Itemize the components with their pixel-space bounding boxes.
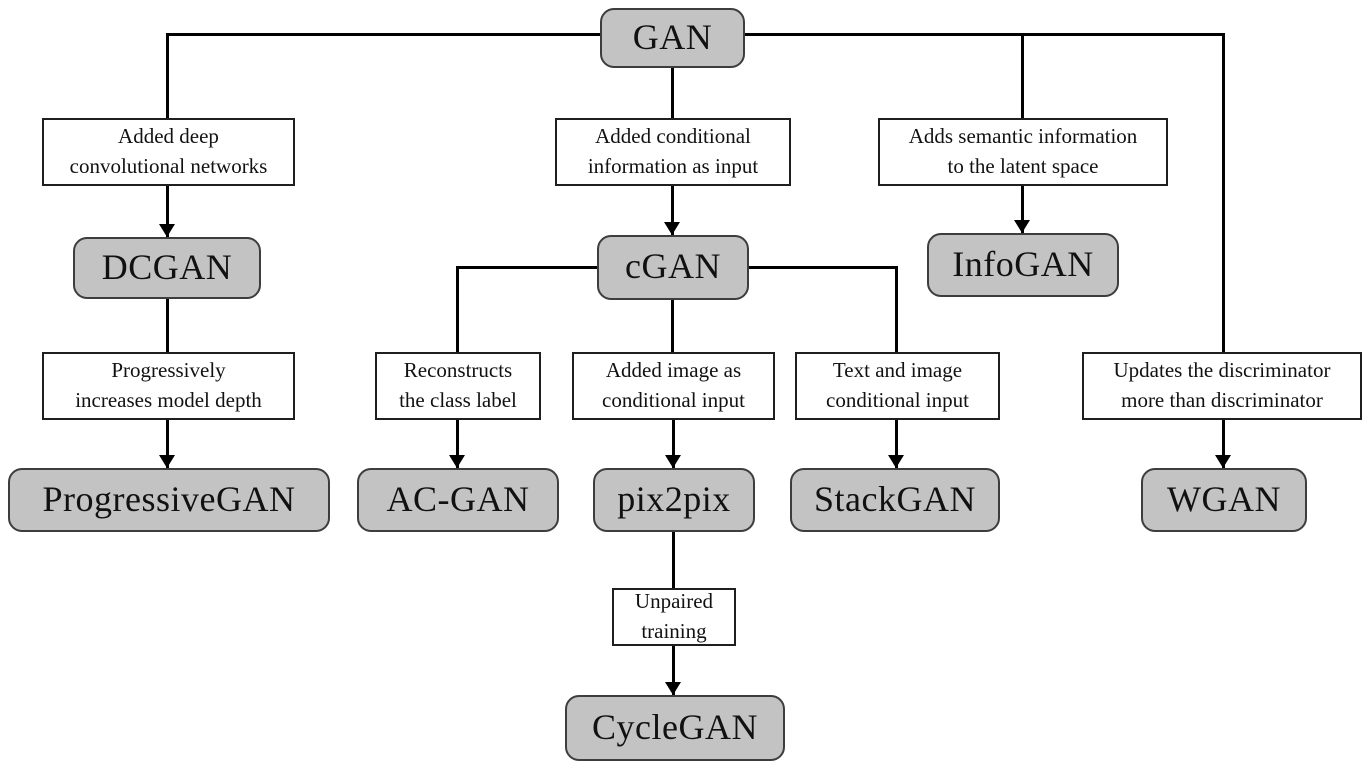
connector-gan-right-horizontal [745,33,1224,36]
connector-deepconv-to-dcgan [166,186,169,237]
edge-label-reconstructs: Reconstructs the class label [375,352,541,420]
connector-cgan-left-horizontal [457,266,598,269]
edge-label-semantic-line1: Adds semantic information [908,124,1138,149]
edge-label-progressively-line2: increases model depth [75,388,262,412]
node-stackgan-label: StackGAN [814,478,976,519]
connector-semantic-to-infogan [1021,186,1024,233]
edge-label-deep-conv-line1: Added deep [118,124,219,149]
connector-cgan-to-addedimage-vertical [671,300,674,352]
edge-label-updates-line1: Updates the discriminator [1113,358,1331,383]
node-wgan-label: WGAN [1167,478,1281,519]
node-infogan-label: InfoGAN [952,243,1094,284]
node-cgan-label: cGAN [625,246,721,286]
arrowhead-dcgan-icon [159,224,175,237]
edge-label-added-image-line2: conditional input [602,388,745,412]
edge-label-reconstructs-line2: the class label [399,388,517,412]
edge-label-unpaired: Unpaired training [612,588,736,646]
edge-label-cond-info-line1: Added conditional [595,124,751,149]
connector-gan-left-horizontal [167,33,601,36]
edge-label-reconstructs-line1: Reconstructs [403,358,513,383]
arrowhead-infogan-icon [1014,220,1030,233]
node-stackgan: StackGAN [790,468,1000,532]
arrowhead-wgan-icon [1215,455,1231,468]
arrowhead-acgan-icon [449,455,465,468]
arrowhead-cyclegan-icon [665,682,681,695]
connector-progressively-to-progressivegan [166,420,169,468]
edge-label-updates-line2: more than discriminator [1121,388,1323,412]
edge-label-progressively-line1: Progressively [111,358,226,383]
arrowhead-stackgan-icon [888,455,904,468]
edge-label-text-image: Text and image conditional input [795,352,1000,420]
edge-label-semantic-line2: to the latent space [947,154,1099,178]
node-cyclegan: CycleGAN [565,695,785,761]
connector-condinfo-to-cgan [671,186,674,235]
connector-textimage-to-stackgan [895,420,898,468]
edge-label-deep-conv-line2: convolutional networks [69,154,268,178]
connector-gan-to-updates-vertical [1222,33,1225,352]
node-cyclegan-label: CycleGAN [592,706,758,747]
connector-gan-to-condinfo-vertical [671,68,674,118]
connector-pix2pix-to-unpaired [672,532,675,588]
node-progressivegan: ProgressiveGAN [8,468,330,532]
connector-cgan-to-reconstructs-vertical [456,266,459,352]
node-dcgan-label: DCGAN [101,246,233,287]
connector-gan-to-semantic-vertical [1021,33,1024,118]
connector-cgan-to-textimage-vertical [895,266,898,352]
connector-dcgan-to-progressively [166,299,169,352]
connector-unpaired-to-cyclegan [672,646,675,695]
node-pix2pix: pix2pix [593,468,755,532]
arrowhead-progressivegan-icon [159,455,175,468]
edge-label-progressively: Progressively increases model depth [42,352,295,420]
connector-updates-to-wgan [1222,420,1225,468]
connector-cgan-right-horizontal [748,266,897,269]
edge-label-text-image-line1: Text and image [832,358,963,383]
node-acgan-label: AC-GAN [386,478,530,519]
edge-label-updates: Updates the discriminator more than disc… [1082,352,1362,420]
connector-reconstructs-to-acgan [456,420,459,468]
edge-label-cond-info: Added conditional information as input [555,118,791,186]
edge-label-deep-conv: Added deep convolutional networks [42,118,295,186]
edge-label-added-image: Added image as conditional input [572,352,775,420]
edge-label-text-image-line2: conditional input [826,388,969,412]
node-progressivegan-label: ProgressiveGAN [42,478,296,519]
node-acgan: AC-GAN [357,468,559,532]
node-cgan: cGAN [597,235,749,300]
edge-label-added-image-line1: Added image as [605,358,742,383]
edge-label-cond-info-line2: information as input [587,154,759,178]
arrowhead-cgan-icon [664,222,680,235]
node-gan-label: GAN [632,16,713,57]
node-infogan: InfoGAN [927,233,1119,297]
connector-gan-to-deepconv-vertical [166,33,169,118]
node-pix2pix-label: pix2pix [617,478,731,519]
node-wgan: WGAN [1141,468,1307,532]
edge-label-unpaired-line2: training [641,619,707,643]
edge-label-semantic: Adds semantic information to the latent … [878,118,1168,186]
connector-addedimage-to-pix2pix [672,420,675,468]
arrowhead-pix2pix-icon [665,455,681,468]
edge-label-unpaired-line1: Unpaired [634,589,714,614]
node-dcgan: DCGAN [73,237,261,299]
node-gan: GAN [600,8,745,68]
